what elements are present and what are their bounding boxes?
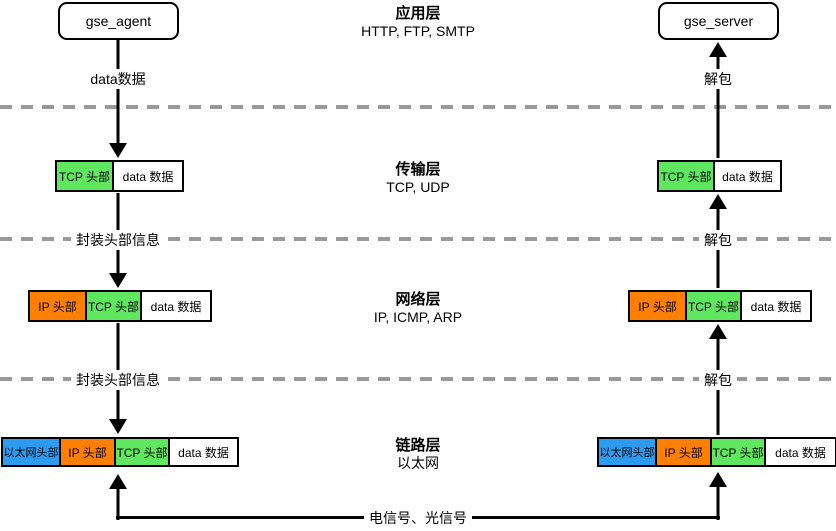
packet-right-network: IP 头部 TCP 头部 data 数据 (628, 290, 812, 322)
segment-ip-header: IP 头部 (655, 439, 710, 465)
segment-tcp-header: TCP 头部 (685, 292, 740, 320)
unpack-label: 解包 (699, 69, 737, 89)
agent-node: gse_agent (58, 2, 179, 40)
segment-tcp-header: TCP 头部 (659, 162, 713, 190)
segment-ip-header: IP 头部 (59, 439, 114, 465)
segment-ethernet-header: 以太网头部 (3, 439, 59, 465)
signal-label: 电信号、光信号 (364, 508, 472, 528)
segment-data: data 数据 (168, 439, 237, 465)
segment-tcp-header: TCP 头部 (85, 292, 140, 320)
layer-divider-network-link (0, 377, 836, 381)
layer-title: 传输层 (395, 161, 441, 178)
data-flow-label: data数据 (85, 69, 151, 89)
layer-title: 链路层 (395, 437, 441, 454)
encapsulate-label: 封装头部信息 (71, 230, 165, 250)
layer-protocols: IP, ICMP, ARP (373, 309, 463, 325)
segment-tcp-header: TCP 头部 (114, 439, 168, 465)
packet-right-transport: TCP 头部 data 数据 (657, 160, 782, 192)
up-arrow-icon (108, 474, 128, 520)
layer-label-application: 应用层 HTTP, FTP, SMTP (318, 5, 518, 40)
server-node: gse_server (658, 2, 779, 40)
packet-left-network: IP 头部 TCP 头部 data 数据 (28, 290, 212, 322)
layer-protocols: HTTP, FTP, SMTP (361, 23, 475, 39)
packet-right-link: 以太网头部 IP 头部 TCP 头部 data 数据 (597, 437, 836, 467)
segment-tcp-header: TCP 头部 (710, 439, 764, 465)
unpack-label: 解包 (699, 370, 737, 390)
segment-data: data 数据 (713, 162, 780, 190)
segment-tcp-header: TCP 头部 (57, 162, 112, 190)
layer-label-transport: 传输层 TCP, UDP (318, 161, 518, 196)
segment-ethernet-header: 以太网头部 (599, 439, 655, 465)
layer-title: 应用层 (395, 5, 441, 22)
segment-data: data 数据 (140, 292, 210, 320)
layer-title: 网络层 (395, 291, 441, 308)
layer-divider-app-transport (0, 105, 836, 109)
segment-ip-header: IP 头部 (630, 292, 685, 320)
unpack-label: 解包 (699, 230, 737, 250)
segment-data: data 数据 (112, 162, 182, 190)
segment-ip-header: IP 头部 (30, 292, 85, 320)
up-arrow-icon (708, 472, 728, 520)
layer-divider-transport-network (0, 237, 836, 241)
encapsulate-label: 封装头部信息 (71, 370, 165, 390)
agent-node-label: gse_agent (85, 13, 152, 29)
segment-data: data 数据 (740, 292, 810, 320)
server-node-label: gse_server (683, 13, 754, 29)
packet-left-link: 以太网头部 IP 头部 TCP 头部 data 数据 (1, 437, 239, 467)
layer-label-link: 链路层 以太网 (318, 437, 518, 472)
down-arrow-icon (108, 40, 128, 158)
layer-label-network: 网络层 IP, ICMP, ARP (318, 291, 518, 326)
layer-protocols: TCP, UDP (386, 179, 450, 195)
segment-data: data 数据 (764, 439, 835, 465)
packet-left-transport: TCP 头部 data 数据 (55, 160, 184, 192)
up-arrow-icon (708, 42, 728, 158)
layer-protocols: 以太网 (397, 455, 439, 471)
